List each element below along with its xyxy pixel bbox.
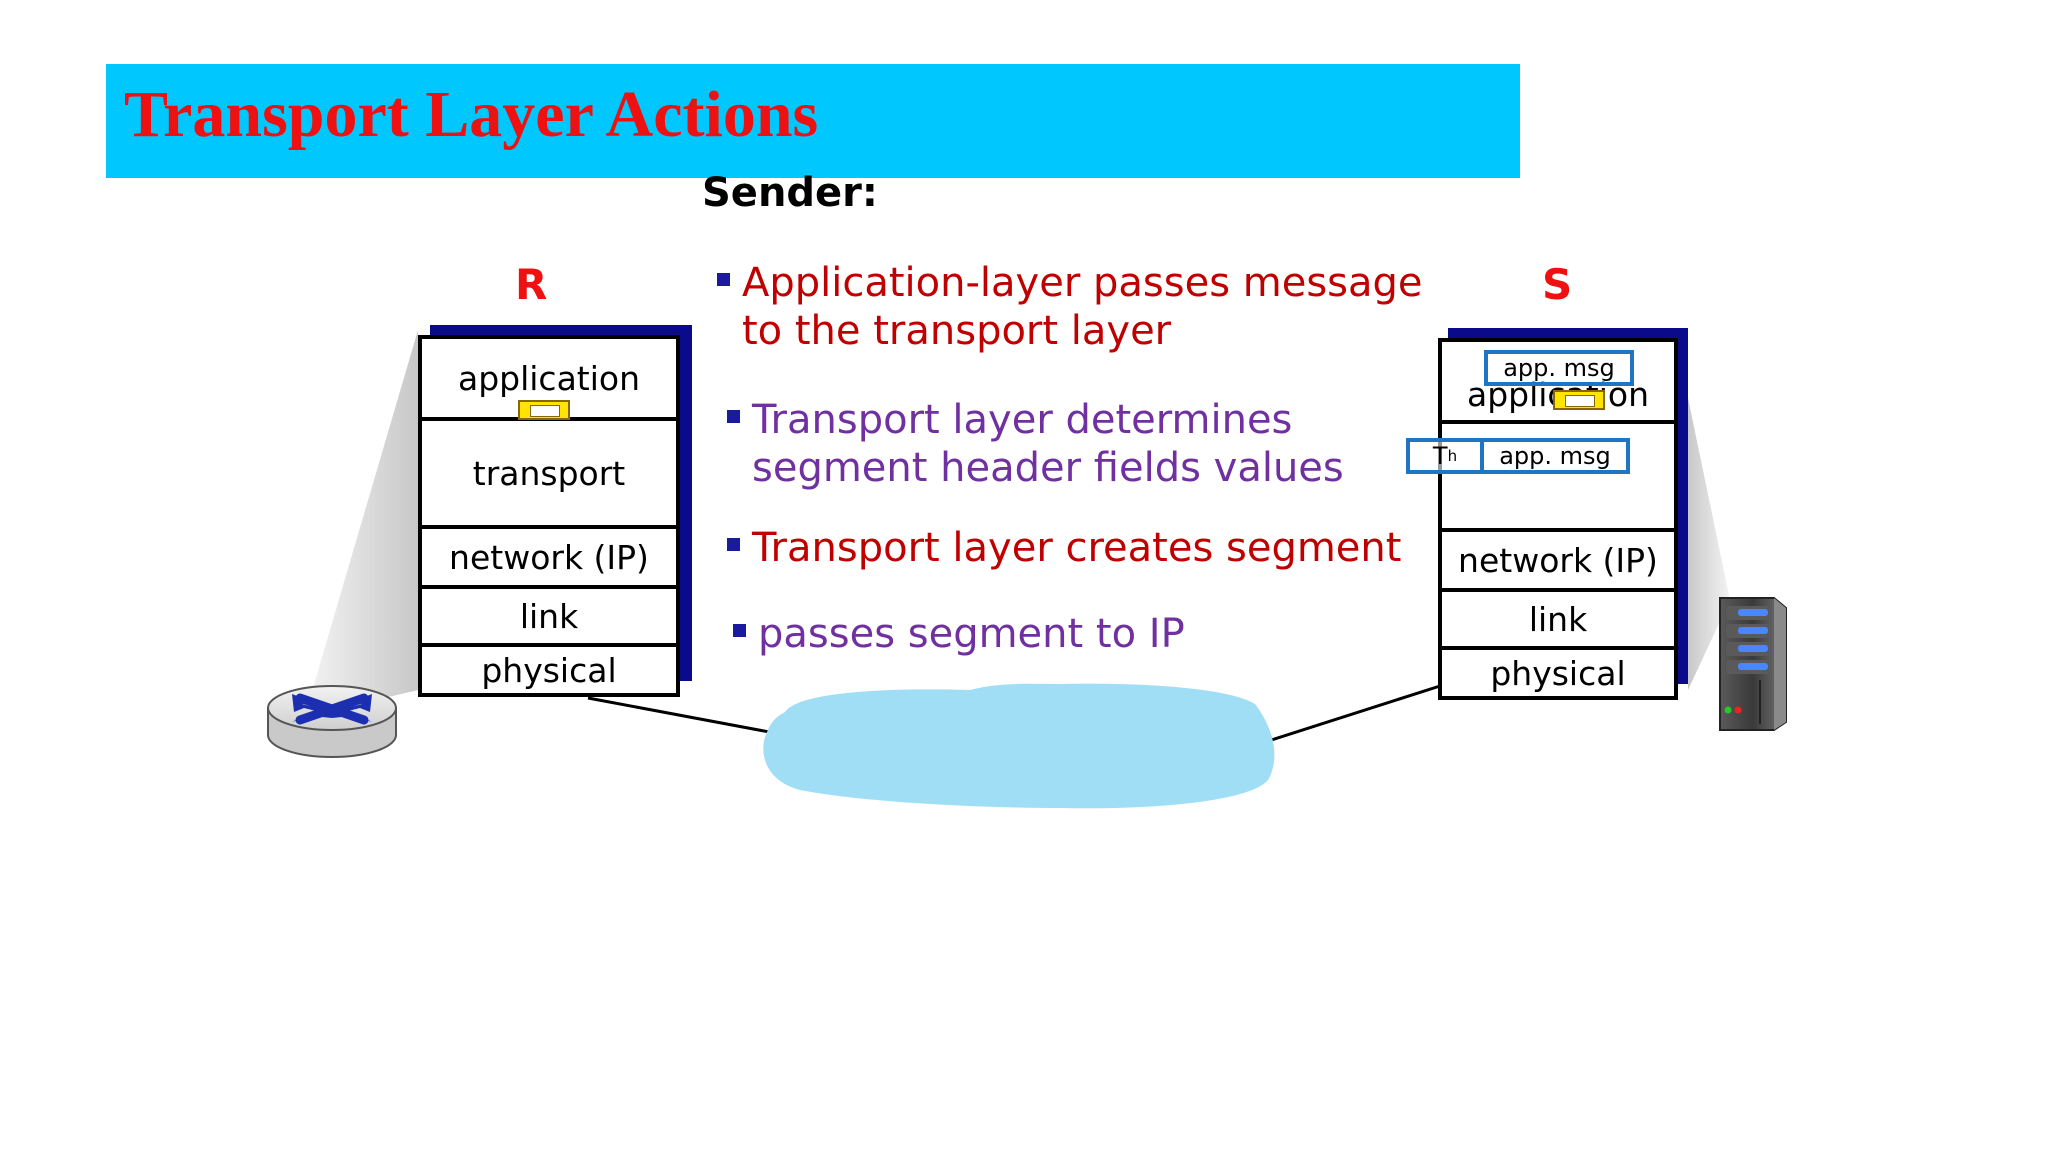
server-icon — [1719, 597, 1787, 731]
layer-transport — [1442, 420, 1674, 528]
title-bar: Transport Layer Actions — [106, 64, 1520, 178]
slide-title: Transport Layer Actions — [124, 78, 819, 151]
layer-physical: physical — [422, 643, 676, 693]
link-cloud-sender — [1264, 684, 1441, 744]
network-cloud — [763, 683, 1275, 809]
router-icon — [267, 685, 397, 758]
bullet-square-icon — [717, 273, 730, 286]
layer-transport: transport — [422, 417, 676, 525]
layer-link: link — [1442, 588, 1674, 646]
receiver-label: R — [515, 260, 548, 309]
sender-protocol-stack: application network (IP) link physical — [1438, 338, 1678, 700]
bullet-square-icon — [727, 410, 740, 423]
segment-header-label: T — [1432, 442, 1448, 470]
bullet-text: passes segment to IP — [758, 611, 1185, 657]
receiver-zoom-cone-body — [305, 330, 418, 715]
bullet-text: Transport layer creates segment — [752, 525, 1402, 571]
layer-network: network (IP) — [1442, 528, 1674, 588]
bullet-item: Application-layer passes message to the … — [717, 259, 1423, 355]
bullet-item: Transport layer determines segment heade… — [727, 396, 1344, 492]
bullet-item: Transport layer creates segment — [727, 524, 1401, 572]
layer-application: application — [457, 358, 641, 398]
sender-heading: Sender: — [702, 170, 878, 216]
bullet-square-icon — [727, 538, 740, 551]
segment-payload-box: app. msg — [1480, 438, 1630, 474]
sender-label: S — [1542, 260, 1573, 309]
receiver-protocol-stack: application transport network (IP) link … — [418, 335, 680, 697]
segment-header-subscript: h — [1447, 447, 1458, 465]
sender-socket-icon — [1553, 390, 1605, 410]
app-message-box: app. msg — [1484, 350, 1634, 386]
bullet-text: Transport layer determines segment heade… — [752, 397, 1344, 491]
bullet-item: passes segment to IP — [733, 610, 1185, 658]
layer-physical: physical — [1442, 646, 1674, 696]
layer-link: link — [422, 585, 676, 643]
layer-network: network (IP) — [422, 525, 676, 585]
bullet-text: Application-layer passes message to the … — [742, 260, 1423, 354]
receiver-socket-icon — [518, 400, 570, 420]
bullet-square-icon — [733, 624, 746, 637]
link-receiver-cloud — [587, 696, 781, 736]
